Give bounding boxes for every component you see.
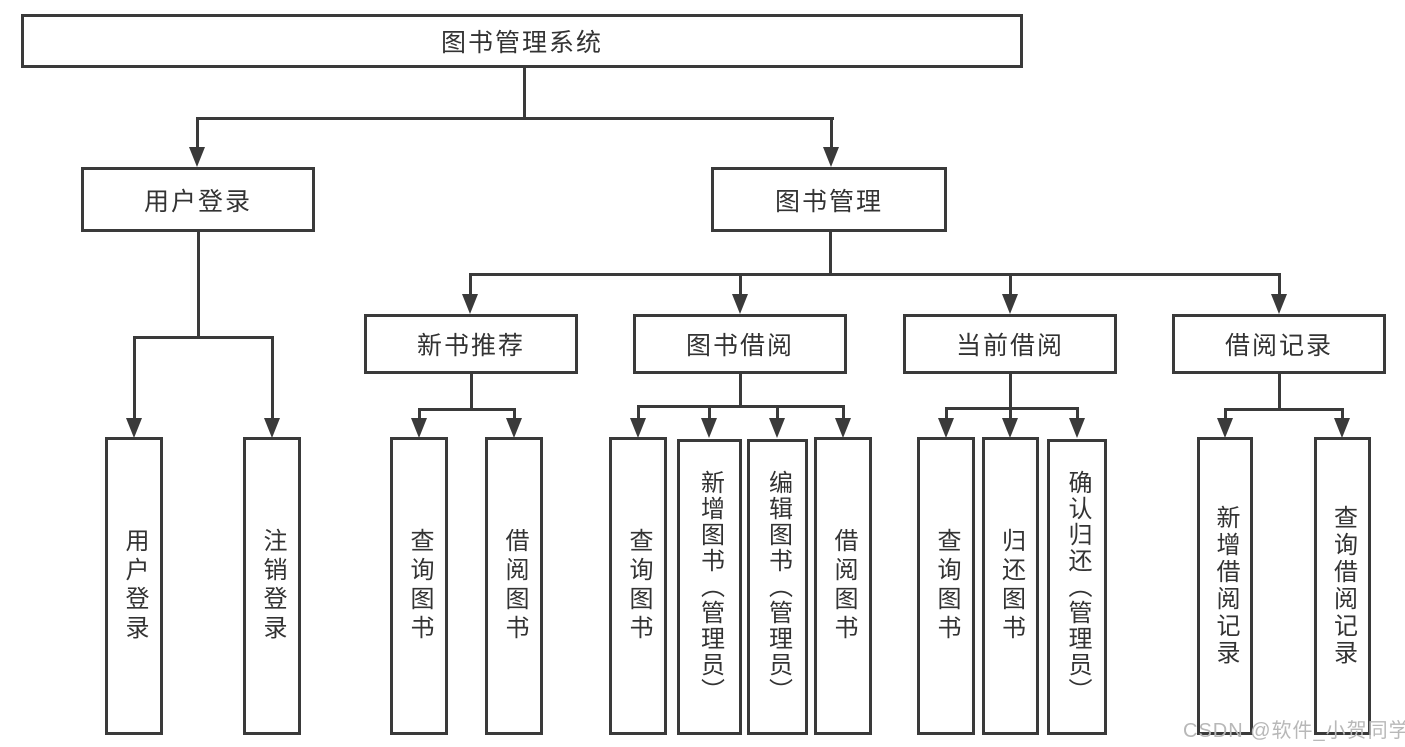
leaf-borrow-books-recommend: 借阅图书 <box>485 437 543 735</box>
node-current-borrowing: 当前借阅 <box>903 314 1117 374</box>
connector-leaf-line <box>1340 408 1344 420</box>
connector-current-stem <box>1008 374 1012 407</box>
arrow-down-icon <box>823 147 839 167</box>
arrow-down-icon <box>1002 294 1018 314</box>
connector-leaf-line <box>707 405 711 420</box>
arrow-down-icon <box>411 418 427 438</box>
arrow-down-icon <box>835 418 851 438</box>
arrow-down-icon <box>630 418 646 438</box>
node-label: 用户登录 <box>121 528 148 644</box>
arrow-down-icon <box>1271 294 1287 314</box>
connector-to-current <box>1008 273 1012 296</box>
node-label: 注销登录 <box>259 528 286 644</box>
node-borrowing-records: 借阅记录 <box>1172 314 1386 374</box>
leaf-query-books-current: 查询图书 <box>917 437 975 735</box>
connector-leaf-line <box>512 408 516 420</box>
connector-borrow-branch <box>636 405 845 408</box>
leaf-logout: 注销登录 <box>243 437 301 735</box>
connector-bookmgmt-branch <box>468 273 1281 276</box>
node-label: 图书管理系统 <box>440 29 603 57</box>
leaf-borrow-books: 借阅图书 <box>814 437 872 735</box>
arrow-down-icon <box>732 294 748 314</box>
leaf-query-borrow-record: 查询借阅记录 <box>1314 437 1371 735</box>
connector-to-records <box>1277 273 1281 296</box>
connector-user-to-logout <box>270 336 274 420</box>
node-label: 查询图书 <box>406 528 433 644</box>
connector-leaf-line <box>1223 408 1227 420</box>
connector-recommend-branch <box>417 408 516 411</box>
connector-current-branch <box>944 407 1079 410</box>
connector-leaf-line <box>944 407 948 420</box>
connector-to-borrow <box>738 273 742 296</box>
connector-bookmgmt-stem <box>828 232 832 273</box>
connector-leaf-line <box>841 405 845 420</box>
connector-leaf-line <box>775 405 779 420</box>
connector-leaf-line <box>1008 407 1012 420</box>
node-label: 新增图书（管理员） <box>696 470 724 704</box>
arrow-down-icon <box>506 418 522 438</box>
node-label: 查询图书 <box>933 528 960 644</box>
arrow-down-icon <box>1334 418 1350 438</box>
arrow-down-icon <box>126 418 142 438</box>
connector-borrow-stem <box>738 374 742 405</box>
node-label: 查询借阅记录 <box>1329 505 1357 667</box>
leaf-user-login: 用户登录 <box>105 437 163 735</box>
connector-records-branch <box>1223 408 1344 411</box>
node-label: 用户登录 <box>143 187 252 216</box>
node-label: 借阅图书 <box>501 528 528 644</box>
node-label: 归还图书 <box>997 528 1025 644</box>
arrow-down-icon <box>1002 418 1018 438</box>
connector-root-to-user <box>195 117 199 149</box>
connector-user-to-login <box>132 336 136 420</box>
leaf-query-books-recommend: 查询图书 <box>390 437 448 735</box>
connector-user-branch <box>132 336 274 339</box>
arrow-down-icon <box>701 418 717 438</box>
node-label: 新增借阅记录 <box>1212 505 1239 667</box>
node-label: 编辑图书（管理员） <box>764 470 792 704</box>
connector-to-recommend <box>468 273 472 296</box>
leaf-add-books-admin: 新增图书（管理员） <box>677 439 742 735</box>
leaf-edit-books-admin: 编辑图书（管理员） <box>747 439 808 735</box>
node-label: 借阅图书 <box>830 528 857 644</box>
arrow-down-icon <box>189 147 205 167</box>
node-book-borrowing: 图书借阅 <box>633 314 847 374</box>
arrow-down-icon <box>769 418 785 438</box>
connector-root-branch <box>196 117 834 120</box>
arrow-down-icon <box>264 418 280 438</box>
connector-leaf-line <box>417 408 421 420</box>
leaf-query-books-borrow: 查询图书 <box>609 437 667 735</box>
connector-user-stem <box>196 232 200 336</box>
leaf-return-books: 归还图书 <box>982 437 1039 735</box>
node-label: 新书推荐 <box>416 332 525 360</box>
arrow-down-icon <box>938 418 954 438</box>
node-label: 确认归还（管理员） <box>1064 470 1091 704</box>
arrow-down-icon <box>462 294 478 314</box>
connector-leaf-line <box>1075 407 1079 420</box>
connector-recommend-stem <box>469 374 473 408</box>
arrow-down-icon <box>1069 418 1085 438</box>
node-label: 借阅记录 <box>1224 332 1333 360</box>
node-label: 当前借阅 <box>955 332 1064 360</box>
arrow-down-icon <box>1217 418 1233 438</box>
csdn-watermark: CSDN @软件_小贺同学 <box>1183 720 1405 742</box>
node-label: 图书借阅 <box>685 332 794 360</box>
node-label: 图书管理 <box>774 187 883 216</box>
connector-root-stem <box>523 68 526 120</box>
node-user-login: 用户登录 <box>81 167 315 232</box>
connector-root-to-bookmgmt <box>829 117 833 149</box>
node-book-management: 图书管理 <box>711 167 947 232</box>
node-library-management-system: 图书管理系统 <box>21 14 1023 68</box>
node-new-book-recommend: 新书推荐 <box>364 314 578 374</box>
connector-leaf-line <box>636 405 640 420</box>
leaf-add-borrow-record: 新增借阅记录 <box>1197 437 1253 735</box>
leaf-confirm-return-admin: 确认归还（管理员） <box>1047 439 1107 735</box>
node-label: 查询图书 <box>625 528 652 644</box>
connector-records-stem <box>1277 374 1281 408</box>
